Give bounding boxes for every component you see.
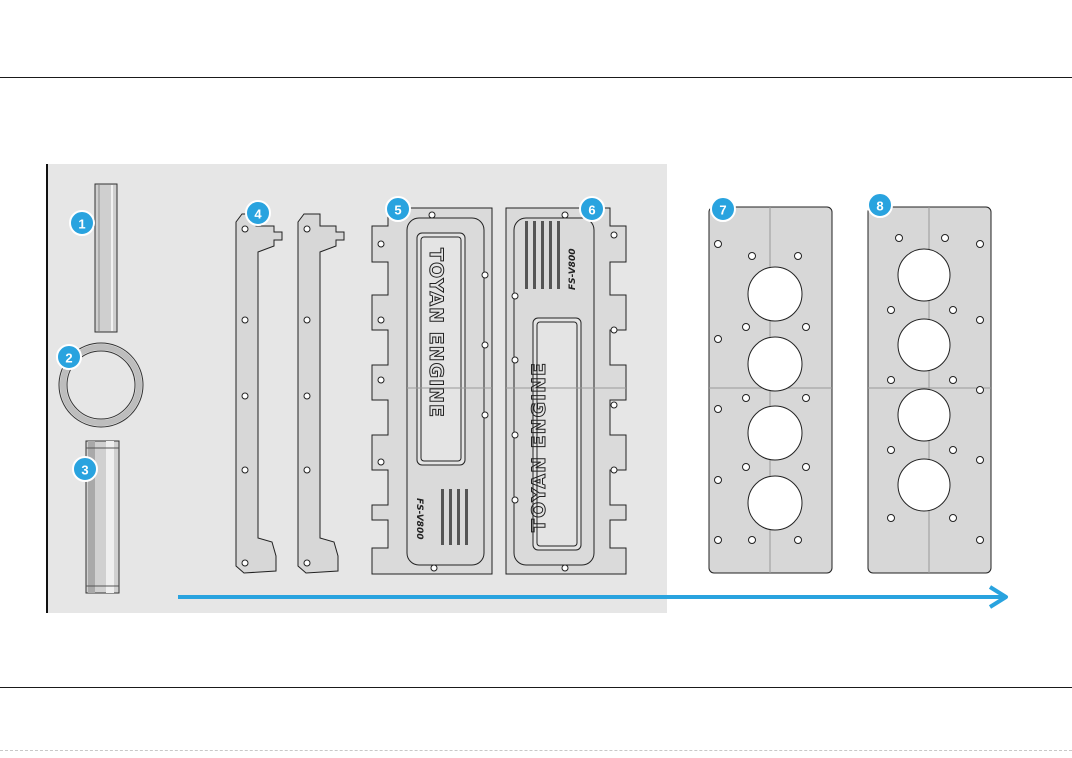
badge-2: 2 (57, 345, 81, 369)
part-6-cover-plate: TOYAN ENGINE FS-V800 (506, 208, 626, 574)
cover-6-logo: TOYAN ENGINE (528, 362, 550, 532)
cover-6-model: FS-V800 (568, 249, 578, 290)
cover-5-model: FS-V800 (414, 498, 424, 539)
badge-label: 1 (78, 217, 85, 232)
part-1-slim-rod (95, 184, 117, 332)
part-7-head-gasket (709, 207, 832, 573)
badge-5: 5 (386, 197, 410, 221)
badge-label: 8 (876, 199, 883, 214)
part-8-head-gasket (868, 207, 991, 573)
badge-label: 6 (588, 203, 595, 218)
badge-7: 7 (711, 197, 735, 221)
badge-label: 5 (394, 203, 401, 218)
cover-5-logo: TOYAN ENGINE (425, 248, 447, 418)
badge-label: 3 (81, 463, 88, 478)
badge-3: 3 (73, 457, 97, 481)
badge-6: 6 (580, 197, 604, 221)
badge-4: 4 (246, 201, 270, 225)
badge-1: 1 (70, 211, 94, 235)
badge-label: 7 (719, 203, 726, 218)
badge-label: 4 (254, 207, 262, 222)
badge-label: 2 (65, 351, 72, 366)
badge-8: 8 (868, 193, 892, 217)
part-5-cover-plate: TOYAN ENGINE FS-V800 (372, 208, 492, 574)
